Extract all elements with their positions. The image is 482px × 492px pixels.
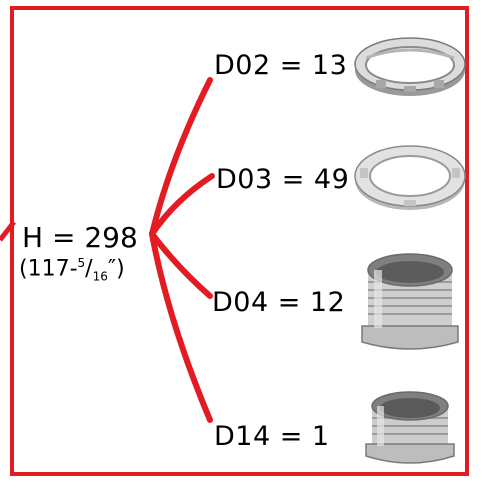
branch-label-d02: D02 = 13 bbox=[214, 50, 348, 81]
incoming-line bbox=[0, 220, 16, 242]
branch-line-d03 bbox=[149, 173, 215, 237]
height-inches-suffix: ″) bbox=[107, 256, 125, 282]
branch-line-d14 bbox=[149, 231, 213, 423]
height-inches-denominator: 16 bbox=[92, 269, 108, 284]
height-inches-prefix: (117- bbox=[19, 256, 78, 282]
branch-label-d14: D14 = 1 bbox=[214, 421, 330, 452]
flat-ring-icon bbox=[354, 145, 466, 210]
threaded-bushing-icon bbox=[361, 253, 459, 350]
ring-nut-icon bbox=[354, 37, 466, 96]
height-inches-slash: / bbox=[85, 256, 93, 282]
height-inches-numerator: 5 bbox=[77, 256, 86, 270]
height-inches-label: (117-5/16″) bbox=[19, 256, 125, 284]
branch-line-d04 bbox=[149, 231, 213, 299]
branch-line-d02 bbox=[149, 77, 213, 237]
height-label: H = 298 bbox=[22, 221, 138, 254]
diagram-frame bbox=[10, 6, 469, 476]
short-bushing-icon bbox=[365, 391, 455, 464]
branch-label-d03: D03 = 49 bbox=[216, 164, 350, 195]
branch-label-d04: D04 = 12 bbox=[212, 287, 346, 318]
